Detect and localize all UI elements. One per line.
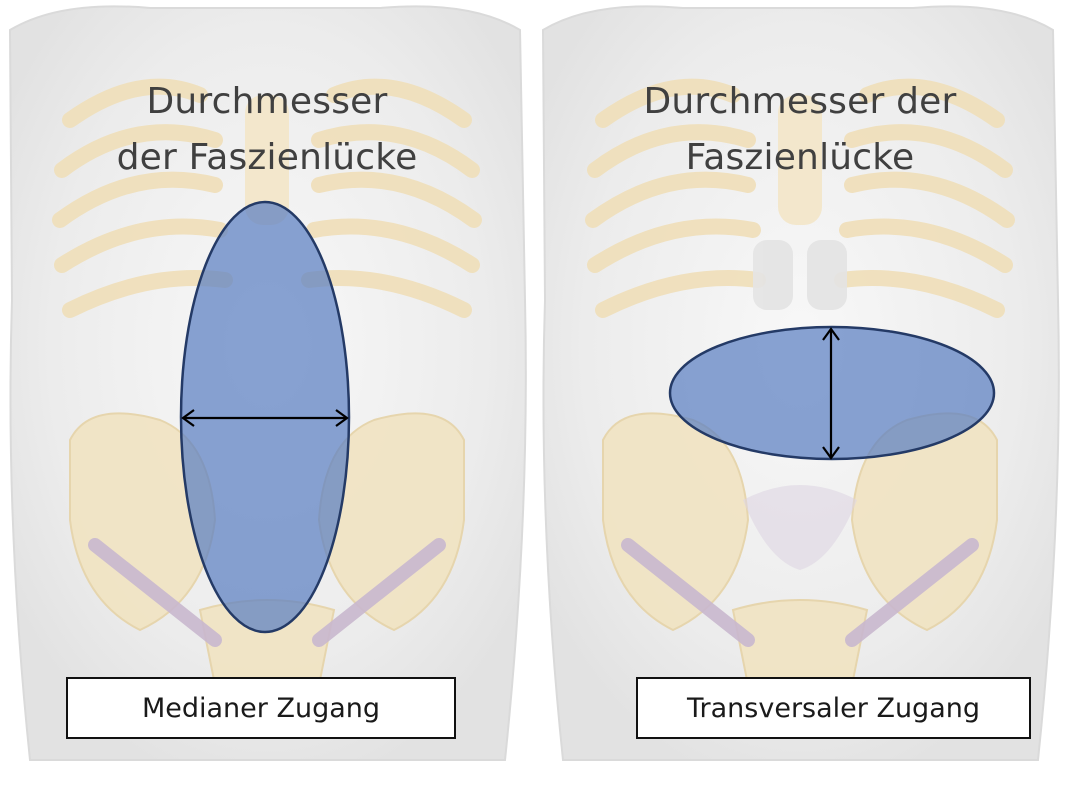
title-line-2: der Faszienlücke [0,130,534,186]
panel-transversal: Durchmesser der Faszienlücke Transversal… [533,0,1067,798]
title-line-2: Faszienlücke [533,130,1067,186]
panel-median: Durchmesser der Faszienlücke Medianer Zu… [0,0,534,798]
panel-title: Durchmesser der Faszienlücke [0,74,534,186]
title-line-1: Durchmesser der [533,74,1067,130]
title-line-1: Durchmesser [0,74,534,130]
panel-title: Durchmesser der Faszienlücke [533,74,1067,186]
approach-label: Medianer Zugang [66,677,456,739]
approach-label: Transversaler Zugang [636,677,1031,739]
